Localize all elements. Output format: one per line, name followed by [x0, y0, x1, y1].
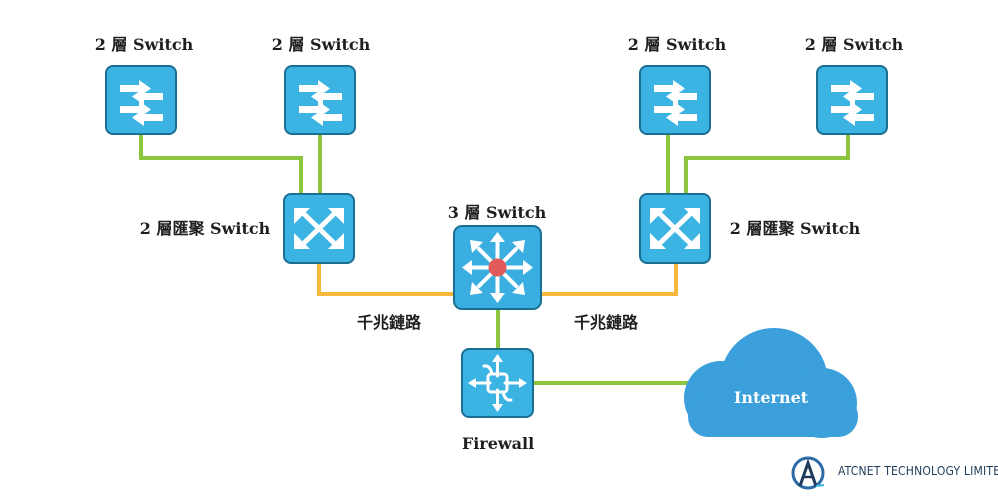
firewall-label: Firewall — [461, 434, 535, 453]
gigabit-links — [317, 263, 678, 296]
aggregation-switch-label: 2 層匯聚 Switch — [729, 219, 861, 238]
core-switch-label: 3 層 Switch — [447, 203, 547, 222]
brand-name: ATCNET TECHNOLOGY LIMITED — [838, 464, 998, 478]
l2-switch-icon — [284, 65, 356, 135]
gigabit-link-right — [541, 263, 678, 296]
aggregation-switch-icon — [283, 193, 355, 264]
internet-label: Internet — [733, 388, 809, 407]
atcnet-logo-icon — [791, 456, 825, 490]
internet-cloud-icon — [684, 328, 858, 438]
l2-switch-label: 2 層 Switch — [271, 35, 371, 54]
link-sw4-agg2 — [684, 134, 850, 194]
l2-switch-icon — [639, 65, 711, 135]
link-sw1-agg1 — [139, 134, 303, 194]
firewall-icon — [461, 348, 534, 418]
l2-switch-label: 2 層 Switch — [627, 35, 727, 54]
gigabit-link-left — [317, 263, 454, 296]
gigabit-link-label: 千兆鏈路 — [573, 313, 639, 332]
gigabit-link-label: 千兆鏈路 — [356, 313, 422, 332]
l2-switch-icon — [105, 65, 177, 135]
l2-switch-label: 2 層 Switch — [94, 35, 194, 54]
l2-switch-icon — [816, 65, 888, 135]
aggregation-switch-label: 2 層匯聚 Switch — [139, 219, 271, 238]
core-router-icon — [453, 225, 542, 310]
l2-switch-label: 2 層 Switch — [804, 35, 904, 54]
access-links — [139, 134, 850, 385]
aggregation-switch-icon — [639, 193, 711, 264]
